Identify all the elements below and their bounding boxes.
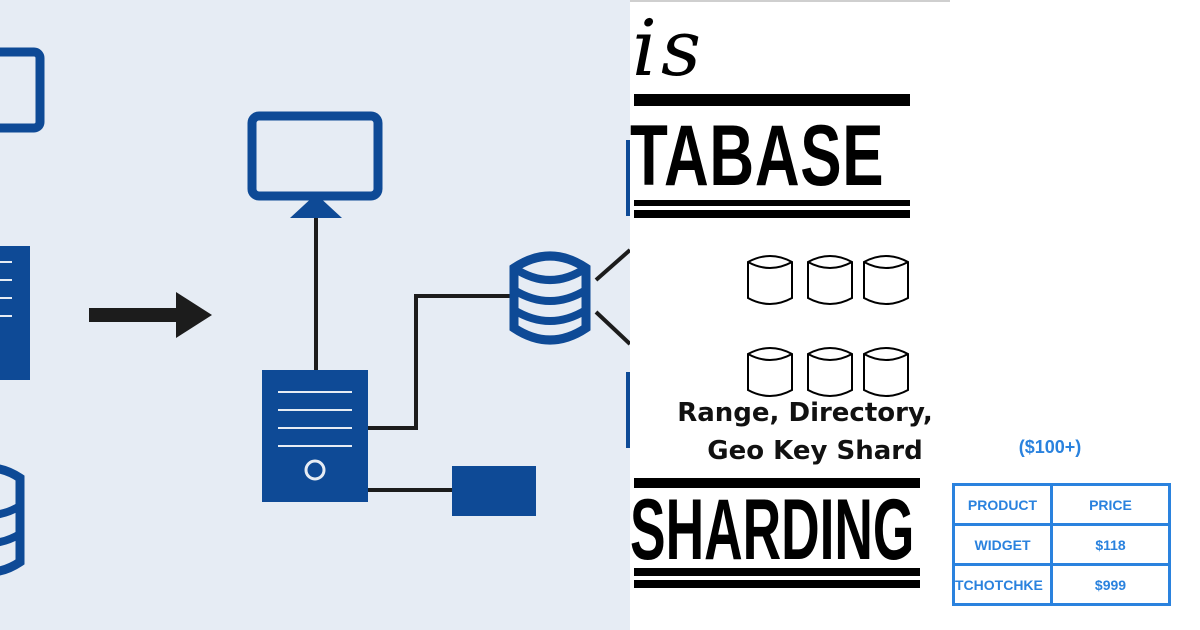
- cylinder-icon: [863, 347, 909, 397]
- rule-bar: [634, 478, 920, 488]
- database-icon: [0, 464, 25, 576]
- table-header-product: PRODUCT: [952, 483, 1053, 526]
- arrow-right-icon: [89, 292, 212, 338]
- subtitle-line-1: Range, Directory,: [677, 398, 933, 428]
- rule-bar: [634, 568, 920, 576]
- top-rule: [630, 0, 950, 2]
- database-icon: [509, 251, 591, 345]
- table-row: WIDGET $118: [952, 523, 1171, 566]
- subtitle-line-2: Geo Key Shard: [707, 436, 923, 466]
- storage-block-icon: [452, 466, 536, 516]
- headline-word-database: TABASE: [630, 108, 885, 204]
- table-cell-product: WIDGET: [952, 523, 1053, 566]
- table-header-row: PRODUCT PRICE: [952, 483, 1171, 526]
- monitor-icon: [247, 111, 383, 218]
- rule-bar: [634, 580, 920, 588]
- table-cell-price: $118: [1050, 523, 1171, 566]
- price-table: PRODUCT PRICE WIDGET $118 TCHOTCHKE $999: [952, 483, 1171, 606]
- rule-bar: [634, 210, 910, 218]
- table-cell-price: $999: [1050, 563, 1171, 606]
- architecture-diagram: [0, 0, 630, 630]
- headline-word-is: is: [632, 4, 705, 94]
- server-tower-icon: [262, 370, 368, 502]
- cylinder-icon: [863, 255, 909, 305]
- monitor-icon: [0, 47, 45, 133]
- connection-lines: [314, 212, 630, 492]
- sharding-poster: is TABASE Range, Directory, Geo Key Shar…: [630, 0, 1200, 630]
- rule-bar: [634, 200, 910, 206]
- table-row: TCHOTCHKE $999: [952, 563, 1171, 606]
- cylinder-icon: [807, 255, 853, 305]
- cylinder-icon: [747, 347, 793, 397]
- table-cell-product: TCHOTCHKE: [952, 563, 1053, 606]
- poster-graphics: [630, 0, 950, 588]
- rule-bar: [634, 94, 910, 106]
- monitor-icon: [626, 140, 630, 448]
- diagram-canvas: [0, 47, 630, 576]
- table-header-price: PRICE: [1050, 483, 1171, 526]
- headline-word-sharding: SHARDING: [630, 482, 915, 578]
- price-caption: ($100+): [1018, 437, 1082, 457]
- cylinder-icon: [807, 347, 853, 397]
- cylinder-icon: [747, 255, 793, 305]
- server-tower-icon: [0, 246, 30, 380]
